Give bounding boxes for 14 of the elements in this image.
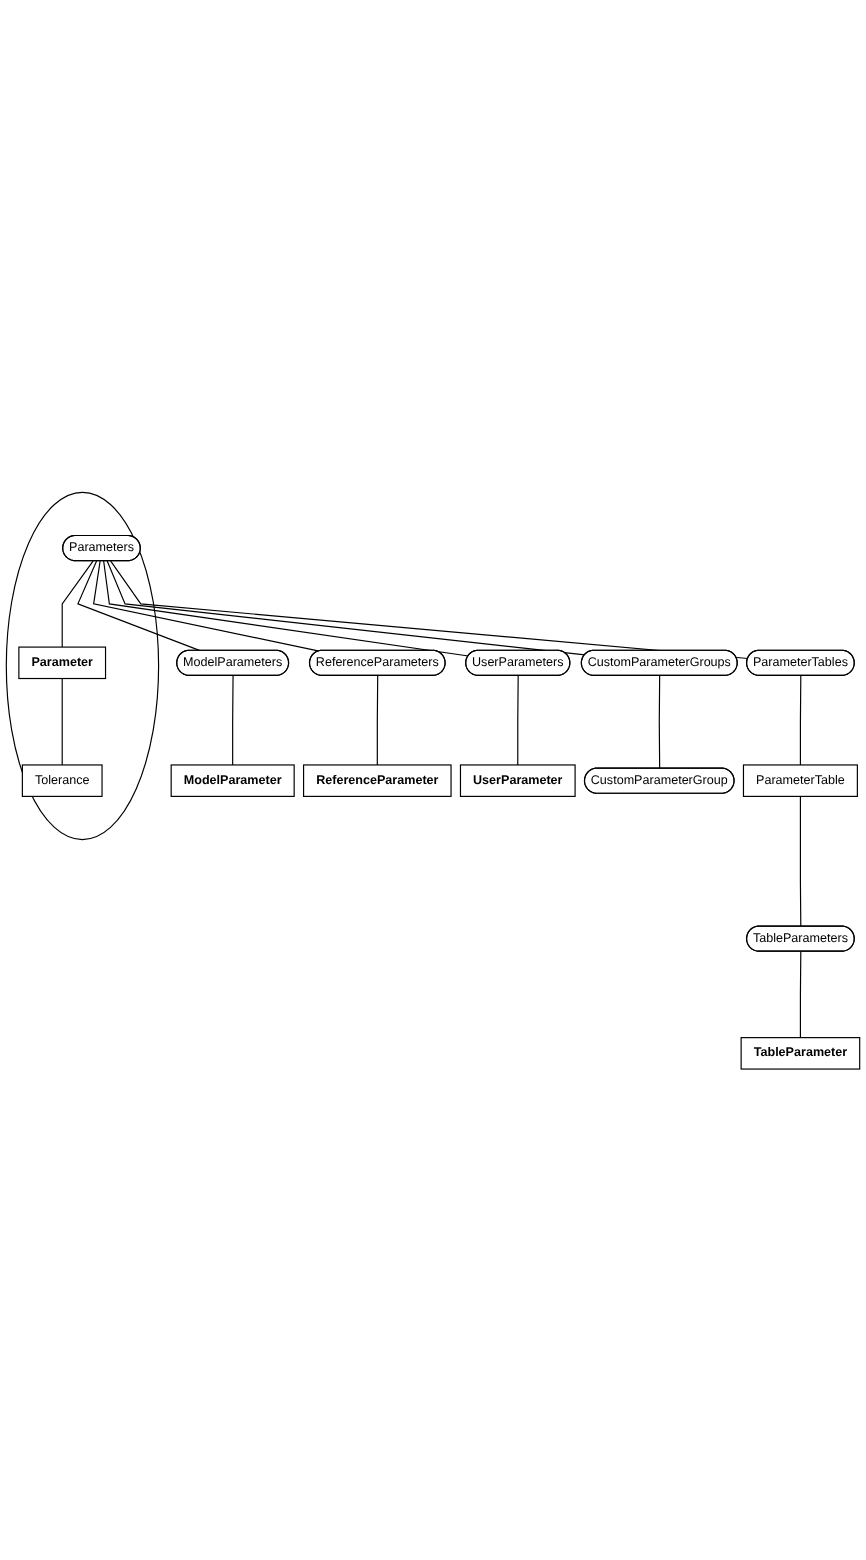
connector: [658, 674, 661, 769]
connector: [110, 559, 749, 659]
connector: [77, 559, 201, 651]
connector: [103, 559, 469, 656]
connector: [106, 559, 586, 655]
connector: [799, 950, 802, 1038]
connector: [61, 677, 63, 765]
connector: [376, 674, 379, 765]
connector: [232, 674, 234, 765]
connector: [799, 674, 802, 765]
connector: [517, 674, 519, 765]
connector: [61, 559, 94, 647]
connector: [92, 559, 320, 651]
connector: [799, 795, 802, 927]
